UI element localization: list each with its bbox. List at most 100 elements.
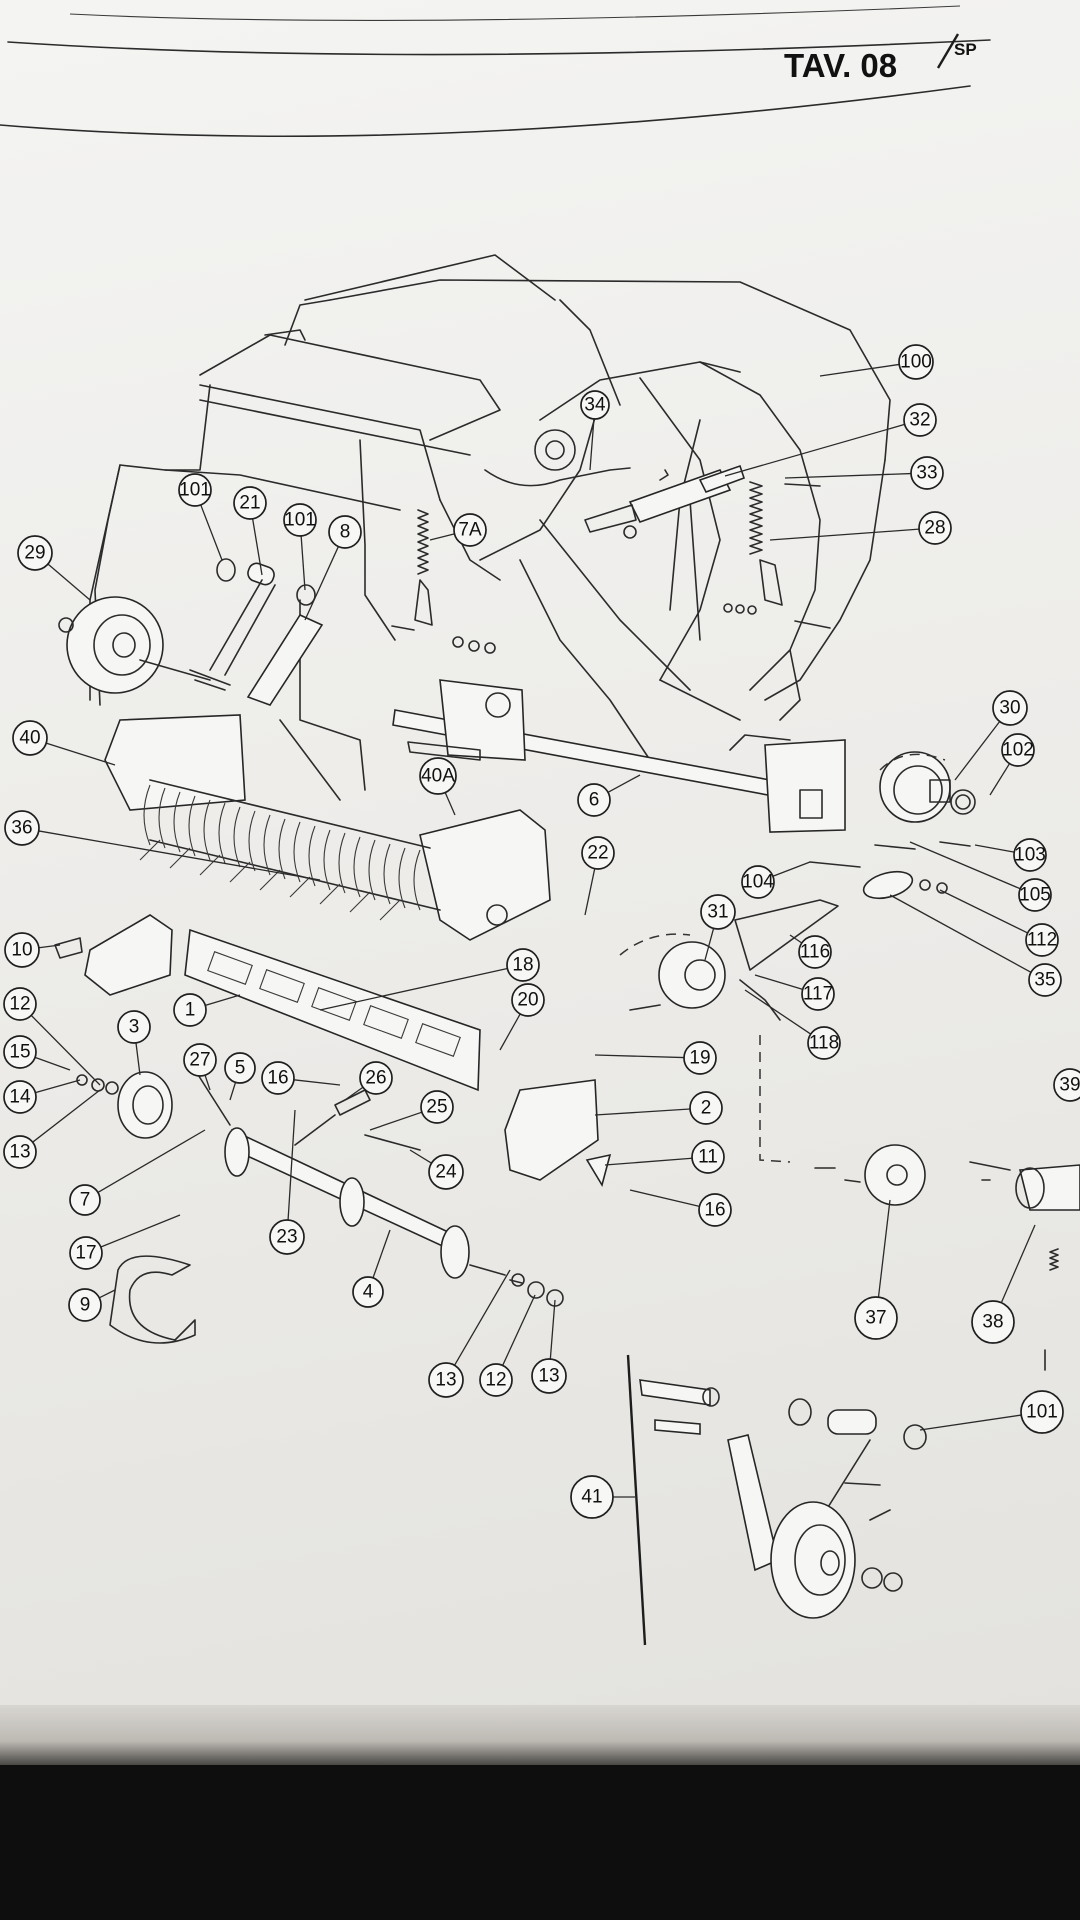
leader-line	[372, 1229, 391, 1279]
callout-25: 25	[369, 1090, 454, 1131]
leader-line	[99, 1289, 116, 1299]
callout-circle	[178, 473, 212, 507]
leader-line	[989, 763, 1011, 796]
callout-circle	[419, 757, 457, 795]
wheel-29	[58, 596, 211, 694]
leader-line	[974, 844, 1015, 853]
callout-label: 37	[865, 1308, 886, 1329]
leader-line	[429, 533, 455, 541]
callout-circle	[1001, 733, 1035, 767]
leader-line	[919, 1414, 1022, 1431]
callout-circle	[511, 983, 545, 1017]
pickup-reel	[104, 714, 551, 941]
sprocket-30	[879, 751, 976, 823]
callout-label: 38	[982, 1312, 1003, 1333]
callout-label: 32	[909, 410, 930, 431]
callout-label: 27	[189, 1050, 210, 1071]
callout-4: 4	[352, 1229, 391, 1308]
callout-label: 28	[924, 518, 945, 539]
callout-16: 16	[629, 1189, 732, 1227]
callout-label: 14	[9, 1087, 31, 1108]
callout-label: 116	[800, 942, 830, 963]
callout-21: 21	[233, 486, 267, 576]
callout-circle	[3, 1135, 37, 1169]
callout-22: 22	[581, 836, 615, 916]
main-shaft-6	[392, 679, 846, 833]
callout-label: 10	[11, 940, 32, 961]
callout-circle	[577, 783, 611, 817]
leader-line	[409, 1149, 432, 1164]
callout-35: 35	[889, 894, 1062, 997]
callout-circle	[453, 513, 487, 547]
callout-34: 34	[580, 390, 610, 471]
frame-bar-and-plates	[54, 914, 481, 1139]
callout-circle	[17, 535, 53, 571]
callout-39: 39	[1053, 1068, 1080, 1102]
callout-circle	[1053, 1068, 1080, 1102]
callout-37: 37	[854, 1199, 898, 1340]
callout-circle	[801, 977, 835, 1011]
leader-line	[877, 1199, 891, 1298]
callout-label: 22	[587, 843, 608, 864]
wheel-assembly-41	[626, 1354, 927, 1646]
leader-line	[287, 1109, 296, 1221]
leader-line	[46, 742, 116, 766]
callout-circle	[1013, 838, 1047, 872]
callout-41: 41	[570, 1475, 635, 1519]
leader-line	[205, 994, 241, 1007]
callout-label: 12	[9, 994, 30, 1015]
callout-40a: 40A	[419, 757, 457, 816]
callout-100: 100	[819, 344, 934, 380]
callout-24: 24	[409, 1149, 464, 1190]
callout-circle	[1025, 923, 1059, 957]
callout-label: 101	[284, 510, 316, 531]
callout-circle	[1028, 963, 1062, 997]
callout-circle	[698, 1193, 732, 1227]
callout-circle	[269, 1219, 305, 1255]
leader-line	[744, 989, 812, 1035]
leader-line	[594, 1054, 685, 1059]
callout-label: 29	[24, 543, 45, 564]
callout-circle	[691, 1140, 725, 1174]
callout-circle	[898, 344, 934, 380]
callout-36: 36	[4, 810, 321, 881]
leader-line	[100, 1214, 181, 1248]
callout-circle	[428, 1362, 464, 1398]
callout-30: 30	[954, 690, 1028, 781]
callout-101: 101	[919, 1390, 1064, 1434]
callout-circle	[69, 1184, 101, 1216]
callout-29: 29	[17, 535, 91, 601]
callout-label: 13	[9, 1142, 30, 1163]
baler-body	[89, 254, 891, 801]
callout-9: 9	[68, 1288, 116, 1322]
callout-12: 12	[479, 1294, 536, 1397]
callout-5: 5	[224, 1052, 256, 1101]
callout-circle	[428, 1154, 464, 1190]
leader-line	[909, 841, 1021, 890]
leader-line	[251, 518, 263, 576]
callout-circle	[183, 1043, 217, 1077]
callout-label: 7	[80, 1190, 91, 1211]
sheet-title: TAV. 08 SP	[784, 33, 977, 84]
side-plate-and-sprocket	[504, 899, 839, 1188]
callout-38: 38	[971, 1224, 1036, 1344]
callout-103: 103	[974, 838, 1047, 872]
callout-2: 2	[594, 1091, 723, 1125]
callout-label: 13	[538, 1366, 559, 1387]
callout-label: 34	[584, 395, 606, 416]
callout-7: 7	[69, 1129, 206, 1216]
callout-label: 118	[809, 1033, 839, 1054]
callout-circle	[117, 1010, 151, 1044]
callout-label: 19	[689, 1048, 710, 1069]
callout-circle	[683, 1041, 717, 1075]
leader-line	[889, 894, 1032, 973]
callout-label: 36	[11, 818, 32, 839]
drive-line	[759, 1035, 1080, 1371]
leader-line	[453, 1269, 511, 1366]
callout-circle	[741, 865, 775, 899]
leader-line	[772, 861, 811, 877]
callout-11: 11	[604, 1140, 725, 1174]
callout-circle	[69, 1236, 103, 1270]
